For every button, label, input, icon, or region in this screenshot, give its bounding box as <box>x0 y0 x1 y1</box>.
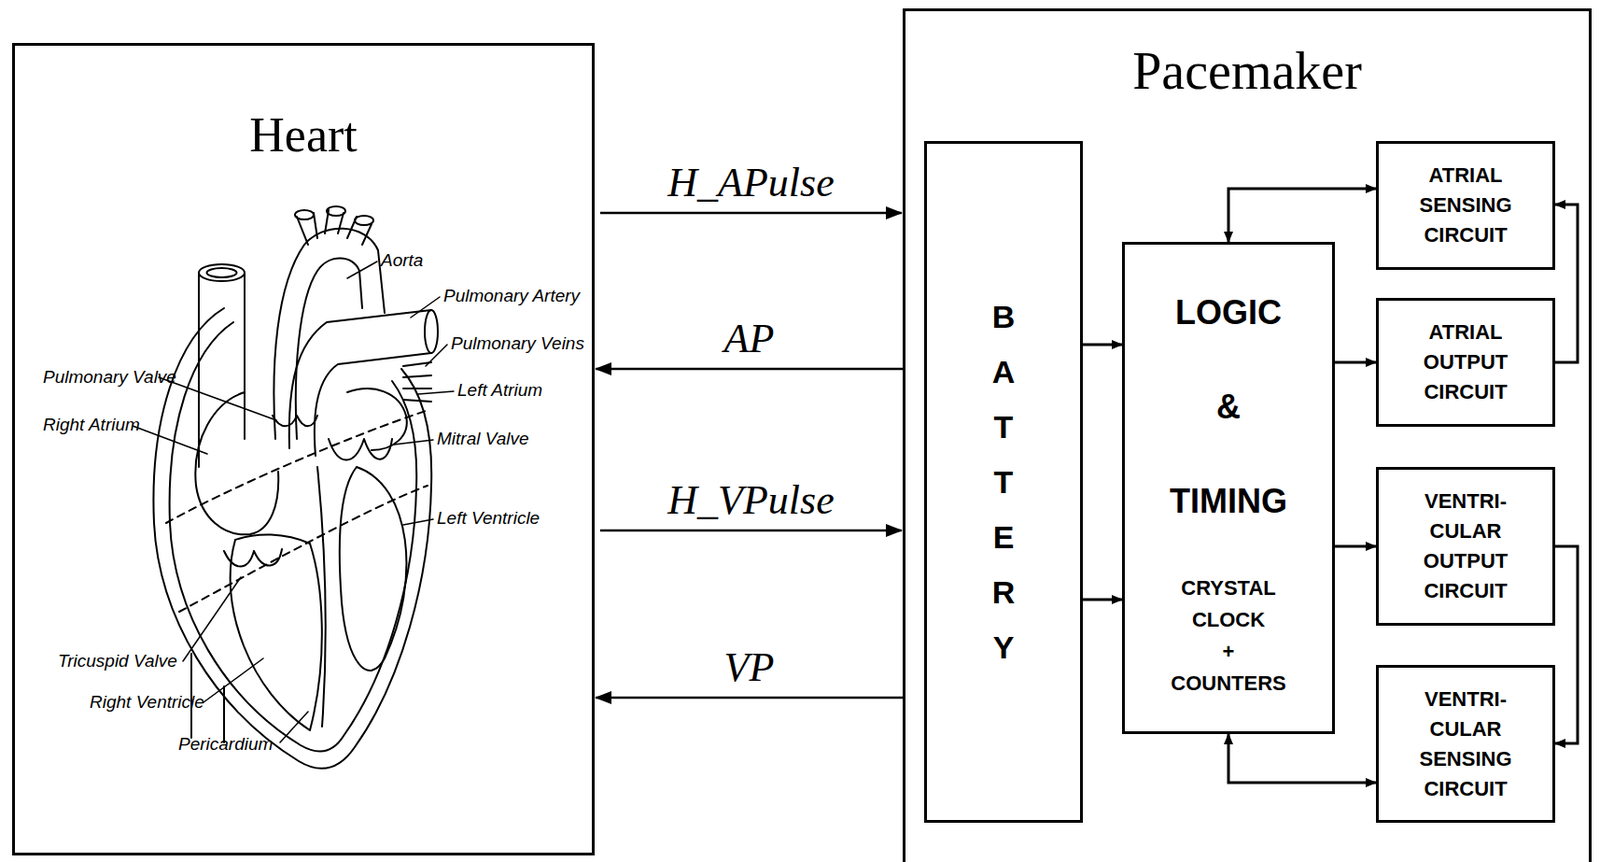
battery-box: BATTERY <box>924 140 1083 823</box>
part-label: Aorta <box>380 249 423 272</box>
part-label: Right Atrium <box>42 413 141 436</box>
tricuspid-valve <box>224 548 282 567</box>
heart-box: Heart <box>12 42 595 856</box>
signal-label: H_VPulse <box>663 477 838 523</box>
left-ventricle <box>339 466 408 671</box>
superior-vena-cava <box>198 272 245 467</box>
signal-arrow <box>600 211 902 215</box>
signal-label: AP <box>720 316 779 362</box>
part-label: Left Atrium <box>457 378 543 402</box>
part-label: Pericardium <box>178 732 273 756</box>
signal-arrow <box>595 367 903 371</box>
connector-arrow <box>1228 733 1376 783</box>
septum <box>317 466 326 727</box>
pulmonary-artery-end <box>424 309 438 353</box>
node-sublabel: CRYSTAL CLOCK + COUNTERS <box>1124 572 1333 700</box>
pulmonary-valve <box>272 415 318 426</box>
circuit-box: VENTRI- CULAR OUTPUT CIRCUIT <box>1375 466 1556 626</box>
signal-label: VP <box>720 645 779 690</box>
signal-arrow <box>595 696 903 700</box>
part-label: Pulmonary Veins <box>450 332 585 355</box>
left-atrium <box>347 388 408 450</box>
node-label: Heart <box>14 45 592 164</box>
part-label: Pulmonary Valve <box>42 365 177 389</box>
node-label: BATTERY <box>987 289 1020 675</box>
node-label: VENTRI- CULAR SENSING CIRCUIT <box>1378 684 1553 804</box>
node-label: Pacemaker <box>905 11 1589 101</box>
circuit-box: ATRIAL OUTPUT CIRCUIT <box>1375 297 1556 427</box>
part-label: Mitral Valve <box>436 427 530 450</box>
connector-arrow <box>1228 188 1376 242</box>
pericardial-layer <box>166 410 428 612</box>
connector-arrow <box>1082 598 1123 602</box>
part-label: Pulmonary Artery <box>443 284 580 308</box>
vena-cava-opening <box>198 264 245 281</box>
node-label: ATRIAL SENSING CIRCUIT <box>1378 160 1553 251</box>
logic-box: LOGIC & TIMING CRYSTAL CLOCK + COUNTERS <box>1122 241 1335 734</box>
part-label: Tricuspid Valve <box>57 649 178 673</box>
right-atrium <box>195 392 279 534</box>
branch-opening <box>326 206 346 216</box>
connector-arrow <box>1334 545 1376 548</box>
connector-arrow <box>1555 204 1578 363</box>
signal-label: H_APulse <box>663 160 838 206</box>
signal-arrow <box>600 529 902 533</box>
leader-lines <box>132 261 454 743</box>
circuit-box: ATRIAL SENSING CIRCUIT <box>1375 140 1556 270</box>
connector-arrow <box>1082 343 1123 347</box>
pulmonary-veins <box>403 362 432 402</box>
vena-cava-inner <box>207 267 238 278</box>
part-label: Right Ventricle <box>89 690 205 714</box>
branch-opening <box>294 210 314 220</box>
node-label: LOGIC & TIMING <box>1124 265 1333 548</box>
mitral-valve <box>328 438 393 461</box>
pacemaker-box: PacemakerBATTERY LOGIC & TIMING CRYSTAL CL… <box>902 8 1592 862</box>
branch-opening <box>354 215 374 225</box>
connector-arrow <box>1555 546 1578 744</box>
node-label: VENTRI- CULAR OUTPUT CIRCUIT <box>1378 486 1553 606</box>
circuit-box: VENTRI- CULAR SENSING CIRCUIT <box>1375 664 1556 823</box>
part-label: Left Ventricle <box>436 506 540 530</box>
connector-arrow <box>1334 361 1376 365</box>
node-label: ATRIAL OUTPUT CIRCUIT <box>1378 317 1553 408</box>
